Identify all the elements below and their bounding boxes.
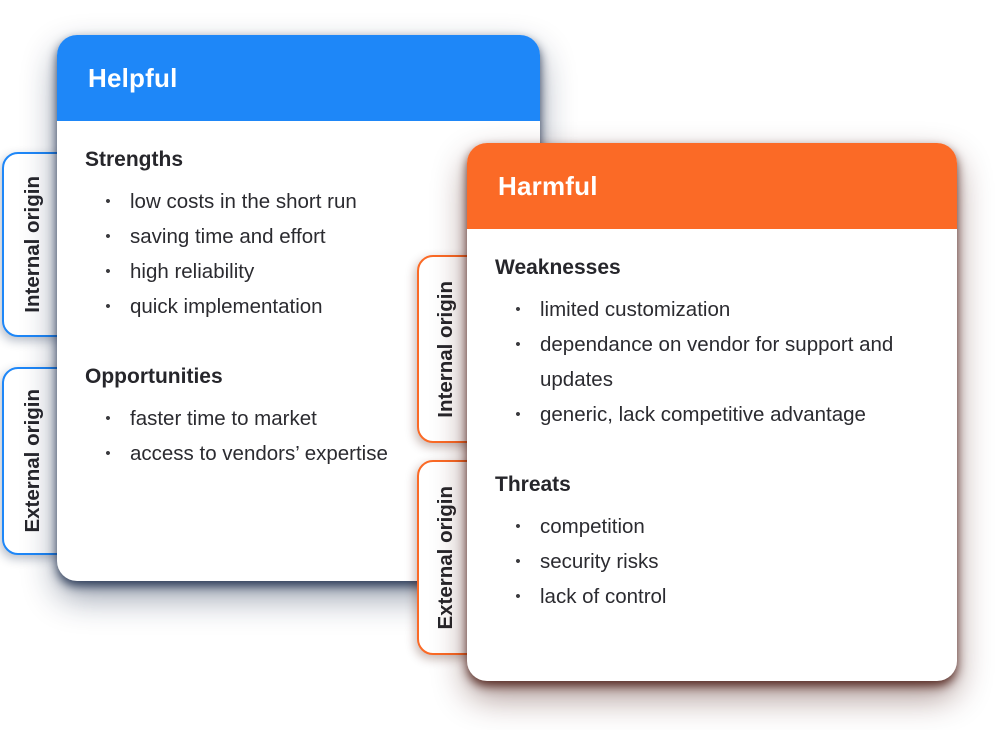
- harmful-card-header: Harmful: [467, 143, 957, 229]
- list-item-text: quick implementation: [130, 295, 323, 318]
- helpful-card-header: Helpful: [57, 35, 540, 121]
- bullet-dot: •: [105, 410, 111, 427]
- list-item-text: low costs in the short run: [130, 190, 357, 213]
- list-item: • dependance on vendor for support and u…: [511, 327, 902, 397]
- list-item-text: generic, lack competitive advantage: [540, 403, 866, 426]
- harmful-card-title: Harmful: [498, 170, 598, 201]
- list-item: • low costs in the short run: [101, 184, 512, 219]
- list-item-text: security risks: [540, 550, 659, 573]
- tab-label: External origin: [434, 485, 457, 630]
- tab-external-origin-helpful: External origin: [2, 367, 64, 555]
- bullet-list: • low costs in the short run • saving ti…: [101, 184, 512, 324]
- list-item-text: saving time and effort: [130, 225, 326, 248]
- threats-section: Threats • competition • security risks •…: [495, 473, 902, 614]
- bullet-dot: •: [105, 193, 111, 210]
- list-item: • high reliability: [101, 254, 512, 289]
- section-heading: Opportunities: [85, 365, 223, 388]
- list-item-text: lack of control: [540, 585, 667, 608]
- list-item: • access to vendors’ expertise: [101, 436, 512, 471]
- list-item: • generic, lack competitive advantage: [511, 397, 902, 432]
- list-item-text: high reliability: [130, 260, 255, 283]
- bullet-dot: •: [105, 263, 111, 280]
- bullet-dot: •: [515, 336, 521, 353]
- list-item: • security risks: [511, 544, 902, 579]
- bullet-list: • limited customization • dependance on …: [511, 292, 902, 432]
- tab-label: Internal origin: [434, 280, 457, 418]
- bullet-dot: •: [515, 553, 521, 570]
- harmful-card: Harmful Weaknesses • limited customizati…: [467, 143, 957, 681]
- list-item: • quick implementation: [101, 289, 512, 324]
- tab-external-origin-harmful: External origin: [417, 460, 475, 655]
- weaknesses-section: Weaknesses • limited customization • dep…: [495, 256, 902, 432]
- bullet-list: • faster time to market • access to vend…: [101, 401, 512, 471]
- list-item: • competition: [511, 509, 902, 544]
- section-heading: Threats: [495, 473, 571, 496]
- bullet-dot: •: [515, 301, 521, 318]
- bullet-dot: •: [515, 518, 521, 535]
- tab-label: Internal origin: [21, 176, 44, 313]
- bullet-dot: •: [515, 406, 521, 423]
- list-item-text: faster time to market: [130, 407, 317, 430]
- bullet-dot: •: [105, 298, 111, 315]
- tab-internal-origin-helpful: Internal origin: [2, 152, 64, 337]
- bullet-dot: •: [105, 228, 111, 245]
- bullet-list: • competition • security risks • lack of…: [511, 509, 902, 614]
- strengths-section: Strengths • low costs in the short run •…: [85, 148, 512, 324]
- list-item-text: competition: [540, 515, 645, 538]
- helpful-card-title: Helpful: [88, 62, 178, 93]
- section-heading: Strengths: [85, 148, 184, 171]
- bullet-dot: •: [515, 588, 521, 605]
- list-item: • lack of control: [511, 579, 902, 614]
- list-item-text: limited customization: [540, 298, 731, 321]
- list-item: • limited customization: [511, 292, 902, 327]
- harmful-card-body: Weaknesses • limited customization • dep…: [467, 229, 957, 614]
- tab-label: External origin: [21, 389, 44, 533]
- list-item-text: dependance on vendor for support and upd…: [540, 333, 894, 391]
- section-heading: Weaknesses: [495, 256, 621, 279]
- list-item: • saving time and effort: [101, 219, 512, 254]
- list-item-text: access to vendors’ expertise: [130, 442, 388, 465]
- opportunities-section: Opportunities • faster time to market • …: [85, 365, 512, 471]
- bullet-dot: •: [105, 445, 111, 462]
- list-item: • faster time to market: [101, 401, 512, 436]
- tab-internal-origin-harmful: Internal origin: [417, 255, 475, 443]
